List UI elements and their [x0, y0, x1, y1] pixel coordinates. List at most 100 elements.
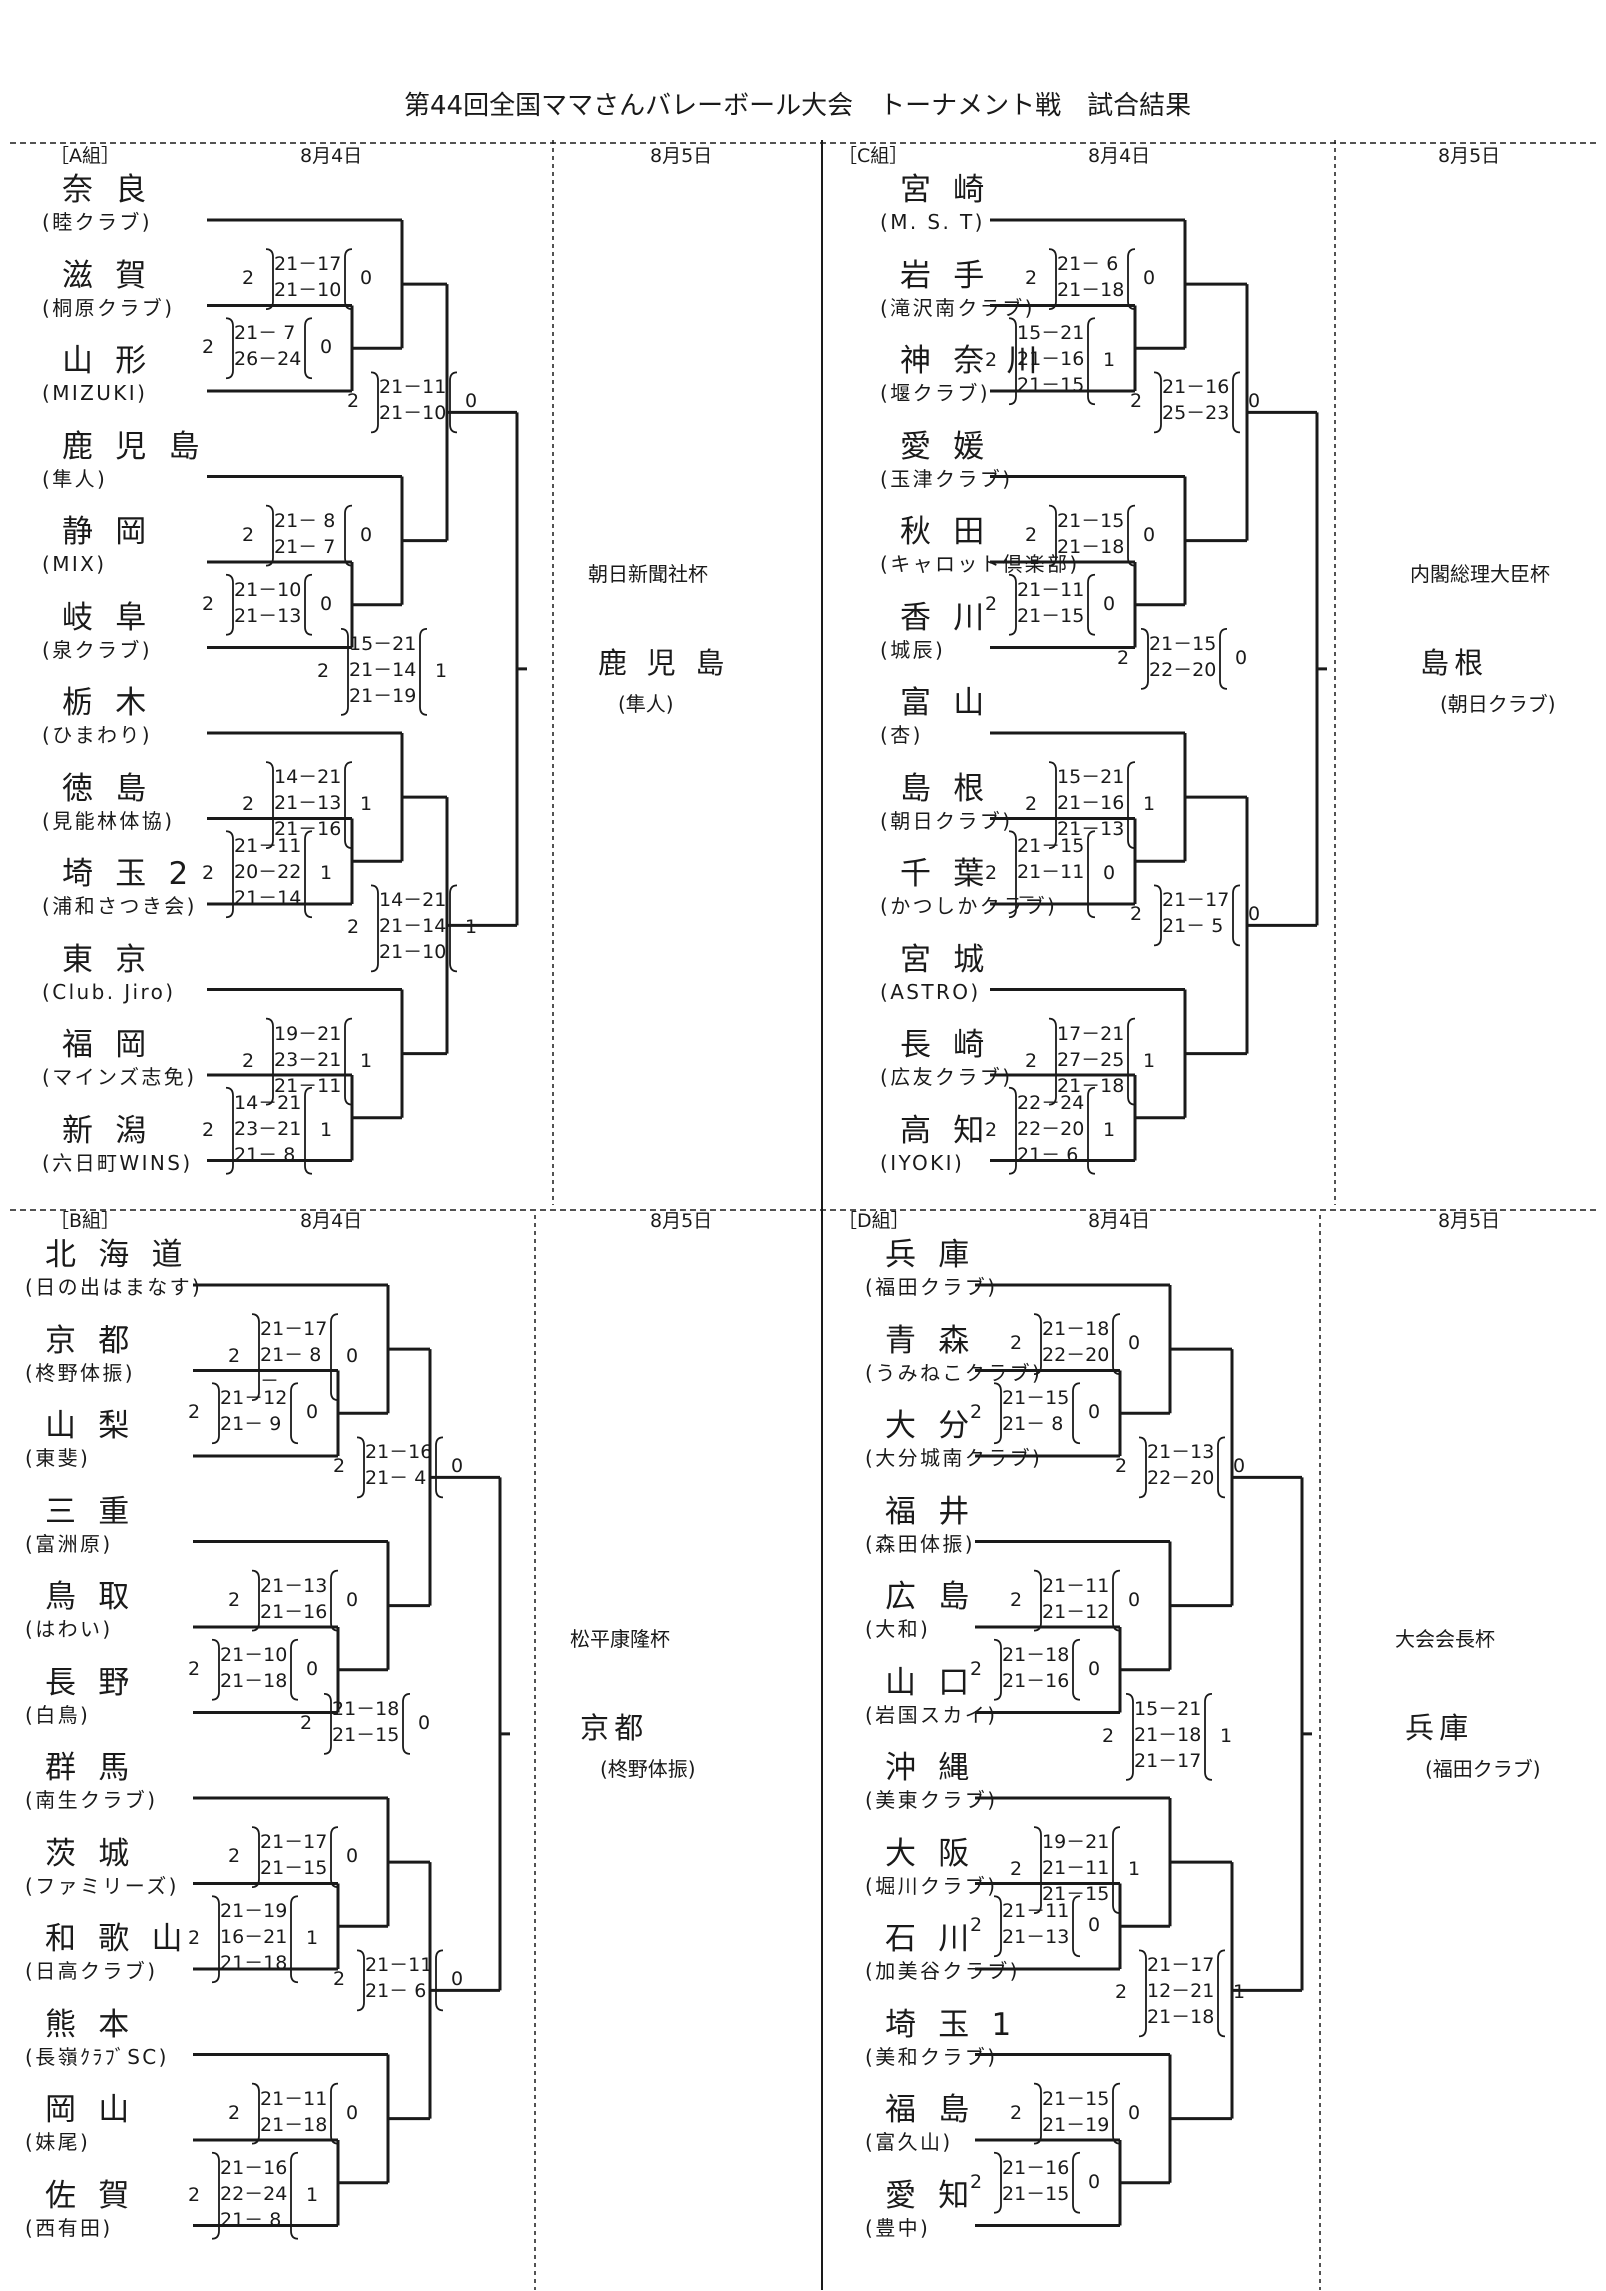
team-club: (キャロット倶楽部)	[880, 552, 1080, 576]
score-left-sets: 2	[985, 862, 998, 885]
set-score: 21－11	[1017, 861, 1085, 884]
team-club: (美東クラブ)	[865, 1788, 998, 1812]
score-bracket-right	[344, 1017, 353, 1106]
score-left-sets: 2	[1010, 1332, 1023, 1355]
score-left-sets: 2	[333, 1968, 346, 1991]
team-prefecture: 鳥 取	[45, 1579, 136, 1615]
cup-name: 朝日新聞社杯	[588, 561, 708, 586]
score-bracket-right	[330, 1313, 339, 1402]
score-right-sets: 1	[306, 2183, 319, 2206]
set-score: 21－13	[274, 792, 342, 815]
score-left-sets: 2	[1010, 1858, 1023, 1881]
score-right-sets: 0	[1235, 646, 1248, 669]
set-score: 21－11	[1017, 578, 1085, 601]
score-left-sets: 2	[1102, 1724, 1115, 1747]
team-prefecture: 徳 島	[62, 770, 153, 807]
score-bracket-right	[1217, 1436, 1226, 1499]
score-bracket-right	[344, 504, 353, 567]
set-score: 15－21	[1017, 322, 1085, 345]
set-score: 21－13	[1002, 1926, 1070, 1949]
team-prefecture: 新 潟	[62, 1112, 153, 1149]
score-left-sets: 2	[1115, 1455, 1128, 1478]
team-club: (柊野体振)	[25, 1360, 136, 1385]
team-prefecture: 京 都	[45, 1322, 136, 1359]
team-club: (富洲原)	[25, 1531, 113, 1556]
set-score: 21－15	[260, 1857, 328, 1880]
score-bracket-right	[290, 2151, 299, 2240]
winner-club: (朝日クラブ)	[1440, 691, 1556, 716]
score-bracket-left	[211, 1382, 220, 1445]
score-bracket-right	[1072, 2151, 1081, 2214]
team-prefecture: 三 重	[45, 1493, 136, 1530]
score-bracket-right	[1127, 504, 1136, 567]
team-prefecture: 埼 玉 2	[62, 856, 195, 892]
score-left-sets: 2	[1025, 793, 1038, 816]
score-left-sets: 2	[985, 349, 998, 372]
set-score: 25－23	[1162, 402, 1230, 425]
score-right-sets: 0	[1088, 1401, 1101, 1424]
team-club: (ASTRO)	[880, 979, 981, 1004]
score-bracket-right	[1112, 1826, 1121, 1915]
score-right-sets: 0	[1128, 1588, 1141, 1611]
score-bracket-right	[304, 317, 313, 380]
score-bracket-right	[344, 248, 353, 311]
score-bracket-right	[304, 573, 313, 636]
set-score: 26－24	[234, 348, 302, 371]
set-score: 15－21	[349, 632, 417, 655]
score-bracket-right	[1219, 627, 1228, 690]
score-bracket-right	[1072, 1382, 1081, 1445]
set-score: 21－18	[332, 1697, 400, 1720]
set-score: 21－16	[1057, 792, 1125, 815]
score-left-sets: 2	[1010, 1588, 1023, 1611]
score-bracket-left	[1008, 573, 1017, 636]
team-prefecture: 宮 城	[900, 941, 991, 978]
set-score: 19－21	[274, 1022, 342, 1045]
set-score: 21－ 6	[1017, 1143, 1079, 1166]
score-right-sets: 0	[1103, 862, 1116, 885]
score-right-sets: 0	[346, 2101, 359, 2124]
team-prefecture: 福 島	[885, 2092, 976, 2128]
score-bracket-left	[1048, 248, 1057, 311]
day1-label: 8月4日	[300, 145, 363, 167]
winner-prefecture: 島根	[1420, 645, 1489, 680]
score-right-sets: 0	[1088, 1914, 1101, 1937]
set-score: 15－21	[1057, 766, 1125, 789]
winner-prefecture: 鹿 児 島	[598, 645, 730, 680]
team-club: (福田クラブ)	[865, 1275, 998, 1299]
score-left-sets: 2	[970, 1401, 983, 1424]
team-club: (ファミリーズ)	[25, 1873, 179, 1898]
set-score: 21－16	[260, 1600, 328, 1623]
score-right-sets: 1	[1103, 1118, 1116, 1141]
team-club: (日高クラブ)	[25, 1959, 158, 1983]
set-score: 21－10	[379, 941, 447, 964]
set-score: 21－16	[1002, 2156, 1070, 2179]
team-club: (かつしかクラブ)	[880, 894, 1058, 918]
score-bracket-right	[1204, 1692, 1213, 1781]
score-left-sets: 2	[228, 1345, 241, 1368]
team-prefecture: 青 森	[885, 1322, 976, 1359]
score-left-sets: 2	[1130, 390, 1143, 413]
score-bracket-right	[290, 1382, 299, 1445]
page-title: 第44回全国ママさんバレーボール大会 トーナメント戦 試合結果	[404, 91, 1192, 121]
set-score: 21－16	[365, 1441, 433, 1464]
score-bracket-left	[265, 761, 274, 850]
score-right-sets: 0	[1143, 267, 1156, 290]
group-label: ［D組］	[838, 1210, 910, 1232]
set-score: 21－10	[274, 279, 342, 302]
winner-prefecture: 京都	[580, 1710, 649, 1745]
score-bracket-right	[304, 1086, 313, 1175]
team-club: (IYOKI)	[880, 1150, 965, 1175]
set-score: 22－20	[1017, 1117, 1085, 1140]
set-score: 21－18	[1057, 279, 1125, 302]
score-right-sets: 1	[435, 659, 448, 682]
score-bracket-left	[340, 627, 349, 716]
score-bracket-left	[1048, 761, 1057, 850]
score-right-sets: 1	[320, 862, 333, 885]
score-right-sets: 1	[1128, 1858, 1141, 1881]
score-bracket-right	[344, 761, 353, 850]
set-score: 21－ 9	[220, 1413, 282, 1436]
team-prefecture: 長 野	[45, 1664, 136, 1701]
set-score: 21－15	[332, 1723, 400, 1746]
team-club: (見能林体協)	[42, 808, 175, 833]
